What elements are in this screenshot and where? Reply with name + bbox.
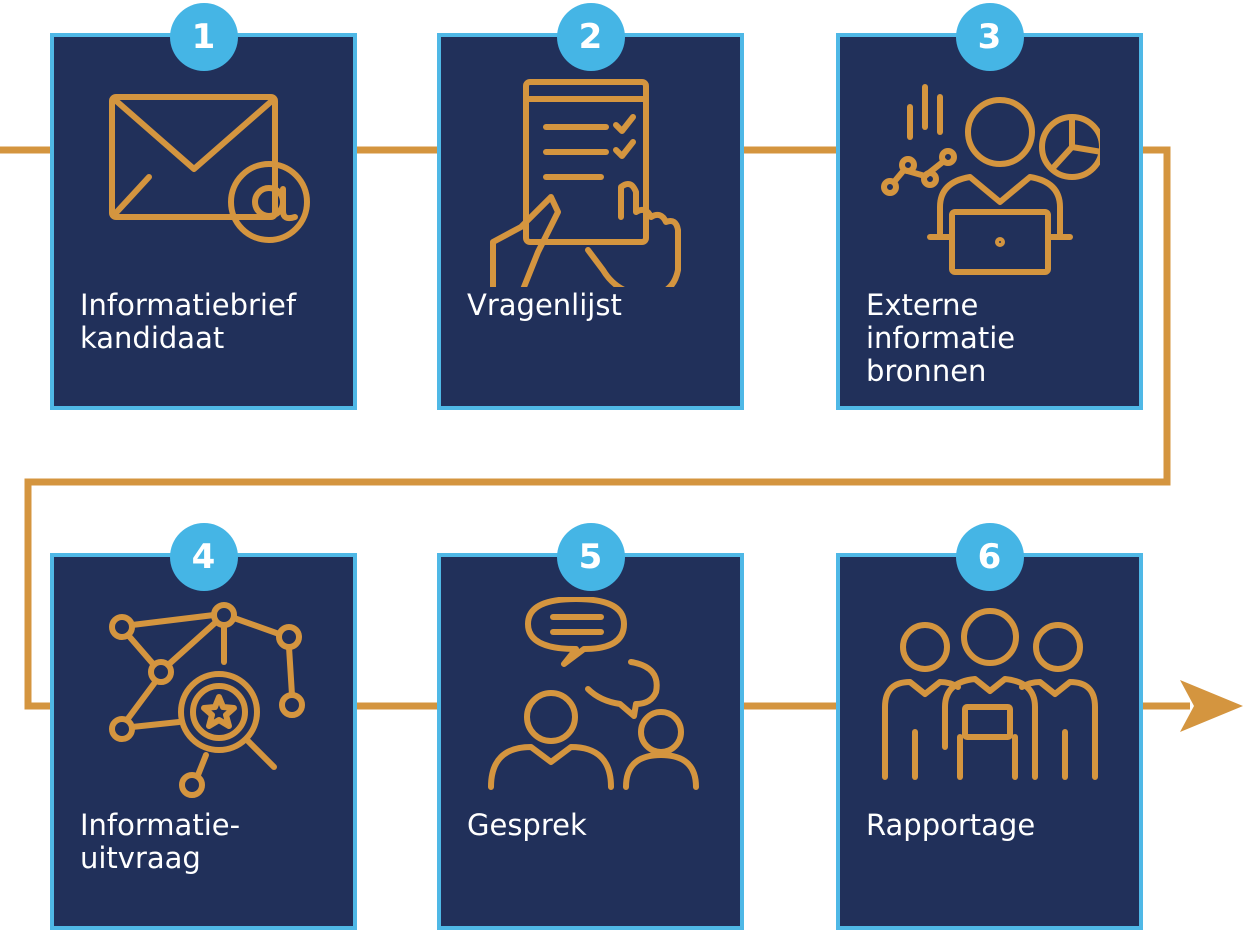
person-laptop-analytics-icon (880, 77, 1105, 287)
step-1: 1 Informatiebrief kandidaat (50, 3, 357, 410)
step-label: Rapportage (866, 808, 1036, 842)
step-label: Vragenlijst (467, 288, 622, 322)
step-number-badge: 2 (556, 3, 625, 71)
envelope-at-icon (94, 77, 314, 287)
step-number-badge: 3 (955, 3, 1024, 71)
step-number-badge: 5 (556, 523, 625, 591)
conversation-icon (481, 596, 701, 807)
step-label: Gesprek (467, 808, 587, 842)
arrow-head-icon (1180, 680, 1243, 732)
checklist-tablet-icon (481, 77, 701, 305)
step-label: Externe informatie bronnen (866, 288, 1016, 388)
step-label: Informatie-uitvraag (80, 808, 241, 875)
step-4: 4 Informatie-uitvraag (50, 523, 357, 930)
network-search-icon (94, 597, 314, 807)
team-report-icon (880, 597, 1100, 807)
step-number-badge: 4 (169, 523, 238, 591)
step-5: 5 Gesprek (437, 523, 744, 930)
step-number-badge: 1 (169, 3, 238, 71)
step-label: Informatiebrief kandidaat (80, 288, 297, 355)
step-3: 3 Externe informatie bronnen (836, 3, 1143, 410)
step-number-badge: 6 (955, 523, 1024, 591)
step-6: 6 Rapportage (836, 523, 1143, 930)
step-2: 2 Vragenlijst (437, 3, 744, 410)
